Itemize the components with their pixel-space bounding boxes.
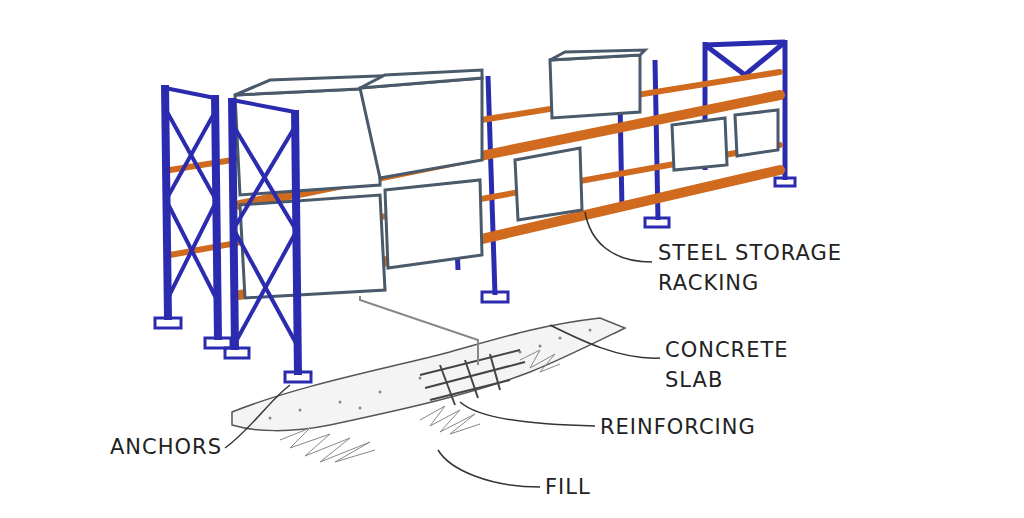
fill-scribble [280,350,560,462]
rack-bracing [165,88,297,345]
callout-label: REINFORCING [600,412,860,442]
leader-lines [225,212,660,487]
rack-frame [165,85,298,375]
anchor-line [360,296,478,365]
callout-label: ANCHORS [110,432,270,462]
callout-label: FILL [545,472,665,502]
callout-label: STEEL STORAGE RACKING [658,238,893,299]
callout-label: CONCRETE SLAB [665,335,845,396]
reinforcing-mesh [420,350,525,405]
